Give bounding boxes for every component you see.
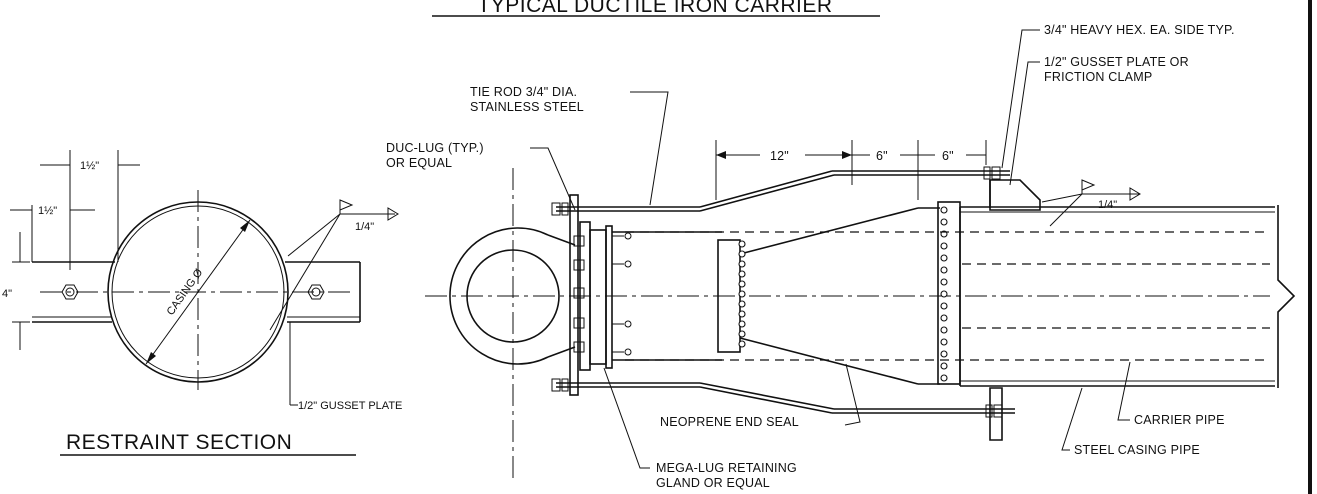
tie-rod-bottom-bend-2 (699, 382, 835, 410)
hex-nut-callout: 3/4" HEAVY HEX. EA. SIDE TYP. (1044, 23, 1235, 37)
elevation-view: 12" 6" 6" 1/4" 3/4" HEAVY HEX. EA. SIDE … (386, 23, 1296, 490)
carrier-leader (1117, 361, 1131, 421)
tie-rod-top-bend-2 (699, 174, 835, 212)
casing-callout: STEEL CASING PIPE (1074, 443, 1200, 457)
seal-cone-bottom (739, 337, 919, 385)
neoprene-leader (844, 363, 861, 426)
duc-lug-hook (449, 227, 549, 365)
gusset-callout-line2: FRICTION CLAMP (1044, 70, 1152, 84)
duc-lug-hook-bottom (547, 346, 576, 358)
neoprene-callout: NEOPRENE END SEAL (660, 415, 799, 429)
section-weld-label: 1/4" (355, 221, 374, 233)
bolt-right (307, 284, 325, 300)
dim-1-5-second: 1½" (38, 205, 57, 217)
pipe-break-line (1277, 205, 1296, 388)
dim-6a-label: 6" (876, 149, 888, 163)
dim-12-arrow-r (842, 151, 852, 159)
gland-flange (589, 229, 607, 365)
bolt-left (61, 284, 79, 300)
dim-6b-label: 6" (942, 149, 954, 163)
dim-12-arrow-l (716, 151, 726, 159)
top-title: TYPICAL DUCTILE IRON CARRIER (432, 0, 880, 17)
mega-lug-leader (603, 367, 650, 469)
duc-lug-callout-line1: DUC-LUG (TYP.) (386, 141, 484, 155)
duc-lug-leader (530, 147, 576, 211)
weld-beads-small (738, 240, 746, 348)
dim-1-5-top: 1½" (80, 160, 99, 172)
dim-4-label: 4" (2, 288, 12, 300)
weld-leader-1 (287, 213, 341, 257)
gusset-callout-leader (1009, 61, 1040, 186)
end-view-pipe-circle (466, 249, 560, 343)
weld-beads-large (940, 206, 948, 382)
gland-bolts (573, 232, 632, 356)
restraint-section-title: RESTRAINT SECTION (66, 431, 292, 454)
gland-face (605, 225, 613, 369)
mega-lug-callout-line2: GLAND OR EQUAL (656, 476, 770, 490)
tie-rod-callout-line2: STAINLESS STEEL (470, 100, 584, 114)
duc-lug-hook-top (547, 234, 576, 246)
weld-symbol-triangle (387, 207, 399, 221)
tie-rod-nuts (551, 166, 1003, 418)
dim-12-label: 12" (770, 149, 789, 163)
tie-rod-top-bend (699, 170, 833, 208)
diameter-arrow-bottom (146, 352, 156, 364)
gusset-plate-top (989, 179, 1041, 211)
casing-leader (1061, 387, 1083, 451)
gusset-plate-bottom (989, 387, 1003, 441)
top-title-text: TYPICAL DUCTILE IRON CARRIER (477, 0, 832, 17)
elev-weld-triangle (1129, 187, 1141, 201)
elev-weld-leader-1 (1041, 193, 1083, 203)
carrier-callout: CARRIER PIPE (1134, 413, 1225, 427)
duc-lug-plate (569, 194, 579, 396)
tie-rod-leader (630, 91, 669, 206)
section-gusset-label: 1/2" GUSSET PLATE (298, 400, 402, 412)
tie-rod-callout-line1: TIE ROD 3/4" DIA. (470, 85, 577, 99)
mega-lug-callout-line1: MEGA-LUG RETAINING (656, 461, 797, 475)
diameter-arrow-top (240, 220, 250, 232)
weld-flag (339, 199, 354, 211)
elev-weld-leader-2 (1049, 193, 1083, 227)
casing-diameter-line (145, 219, 251, 365)
tie-rod-bottom-bend (699, 386, 833, 414)
gusset-callout-line1: 1/2" GUSSET PLATE OR (1044, 55, 1189, 69)
duc-lug-callout-line2: OR EQUAL (386, 156, 452, 170)
restraint-section-view: CASING Ø 1½" 1½" 4" 1/4" 1/2" GUSSET PLA… (2, 150, 402, 456)
elev-weld-flag (1081, 179, 1096, 191)
hex-nut-leader (1001, 29, 1040, 169)
weld-leader-2 (269, 213, 341, 331)
seal-cone-top (739, 207, 919, 255)
elev-weld-label: 1/4" (1098, 199, 1117, 211)
